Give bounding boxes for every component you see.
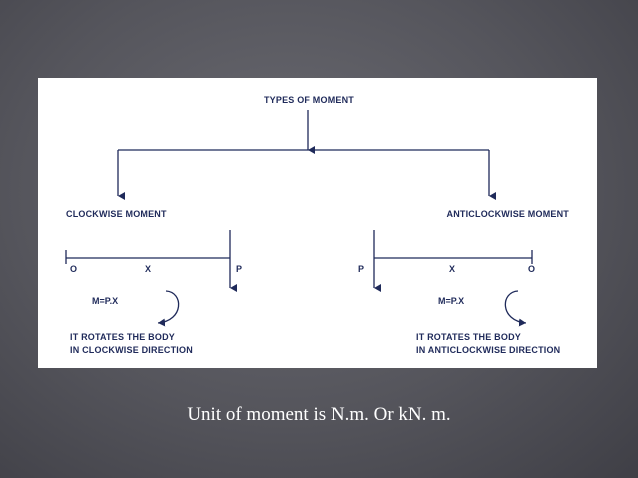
left-point-p: P (236, 264, 242, 274)
clockwise-heading: CLOCKWISE MOMENT (66, 209, 167, 219)
left-desc-line2: IN CLOCKWISE DIRECTION (70, 345, 193, 355)
clockwise-arrow-icon (157, 290, 180, 327)
moment-diagram-figure: TYPES OF MOMENT CLOCKWISE MOMENT O X P M… (38, 78, 597, 368)
diagram-title: TYPES OF MOMENT (264, 95, 354, 105)
anticlockwise-arrow-icon (504, 290, 527, 327)
right-point-o: O (528, 264, 535, 274)
moment-diagram: TYPES OF MOMENT CLOCKWISE MOMENT O X P M… (65, 95, 570, 355)
unit-caption: Unit of moment is N.m. Or kN. m. (187, 404, 451, 425)
left-desc-line1: IT ROTATES THE BODY (70, 332, 175, 342)
right-formula: M=P.X (438, 296, 464, 306)
right-point-p: P (358, 264, 364, 274)
left-point-o: O (70, 264, 77, 274)
left-formula: M=P.X (92, 296, 118, 306)
right-desc-line1: IT ROTATES THE BODY (416, 332, 521, 342)
left-point-x: X (145, 264, 151, 274)
right-desc-line2: IN ANTICLOCKWISE DIRECTION (416, 345, 560, 355)
anticlockwise-heading: ANTICLOCKWISE MOMENT (447, 209, 570, 219)
right-point-x: X (449, 264, 455, 274)
